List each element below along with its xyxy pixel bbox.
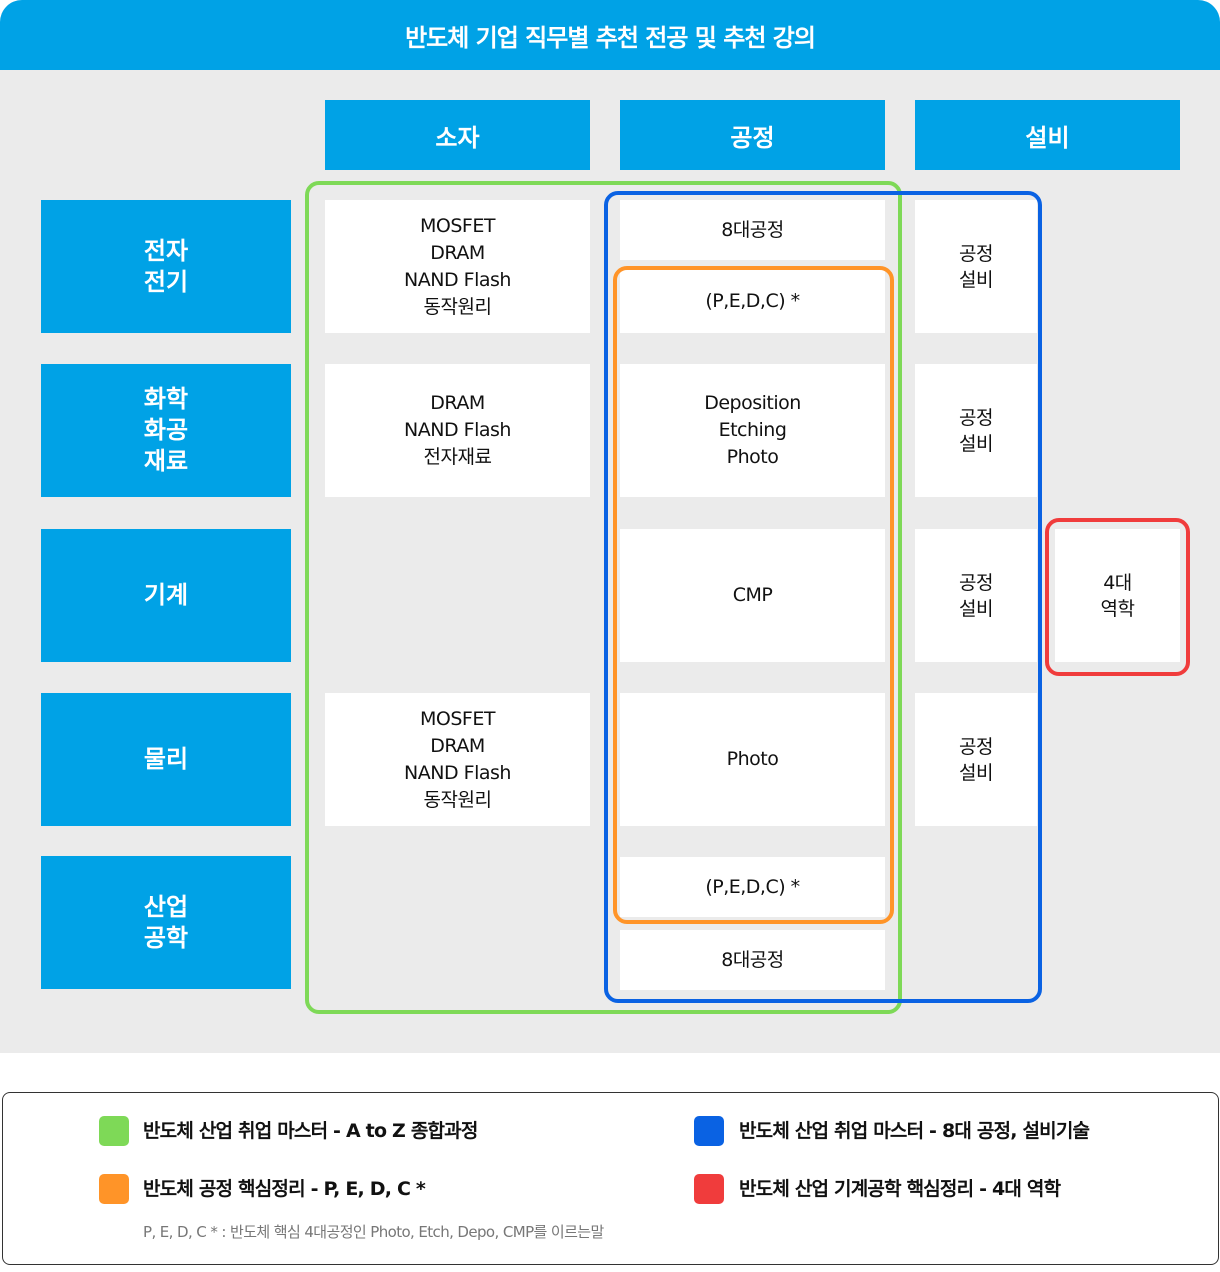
legend [2, 1092, 1219, 1265]
equipment-cell: 공정 설비 [915, 200, 1037, 333]
equipment-cell: 공정 설비 [915, 529, 1037, 662]
process-cell: 8대공정 [620, 930, 885, 990]
process-cell: (P,E,D,C) * [620, 857, 885, 917]
row-header-industrial: 산업 공학 [41, 856, 291, 989]
column-header-equipment: 설비 [915, 100, 1180, 170]
process-cell: CMP [620, 529, 885, 662]
device-cell: MOSFET DRAM NAND Flash 동작원리 [325, 693, 590, 826]
legend-swatch-green [99, 1116, 129, 1146]
legend-swatch-red [694, 1174, 724, 1204]
process-cell: (P,E,D,C) * [620, 270, 885, 333]
process-cell: Deposition Etching Photo [620, 364, 885, 497]
row-header-chemical: 화학 화공 재료 [41, 364, 291, 497]
legend-footnote: P, E, D, C * : 반도체 핵심 4대공정인 Photo, Etch,… [143, 1223, 604, 1241]
process-cell: 8대공정 [620, 200, 885, 260]
legend-swatch-orange [99, 1174, 129, 1204]
device-cell: MOSFET DRAM NAND Flash 동작원리 [325, 200, 590, 333]
legend-swatch-blue [694, 1116, 724, 1146]
legend-label-blue: 반도체 산업 취업 마스터 - 8대 공정, 설비기술 [739, 1120, 1090, 1142]
column-header-device: 소자 [325, 100, 590, 170]
blue-course-outline [604, 191, 1042, 1003]
device-cell: DRAM NAND Flash 전자재료 [325, 364, 590, 497]
column-header-process: 공정 [620, 100, 885, 170]
legend-label-orange: 반도체 공정 핵심정리 - P, E, D, C * [143, 1178, 426, 1200]
legend-label-green: 반도체 산업 취업 마스터 - A to Z 종합과정 [143, 1120, 478, 1142]
mechanics-cell: 4대 역학 [1055, 529, 1180, 662]
row-header-electrical: 전자 전기 [41, 200, 291, 333]
process-cell: Photo [620, 693, 885, 826]
green-course-outline [305, 181, 902, 1014]
legend-label-red: 반도체 산업 기계공학 핵심정리 - 4대 역학 [739, 1178, 1061, 1200]
row-header-mechanical: 기계 [41, 529, 291, 662]
page-title: 반도체 기업 직무별 추천 전공 및 추천 강의 [0, 0, 1220, 70]
equipment-cell: 공정 설비 [915, 364, 1037, 497]
orange-course-outline [613, 266, 894, 924]
row-header-physics: 물리 [41, 693, 291, 826]
red-course-outline [1045, 518, 1190, 676]
equipment-cell: 공정 설비 [915, 693, 1037, 826]
